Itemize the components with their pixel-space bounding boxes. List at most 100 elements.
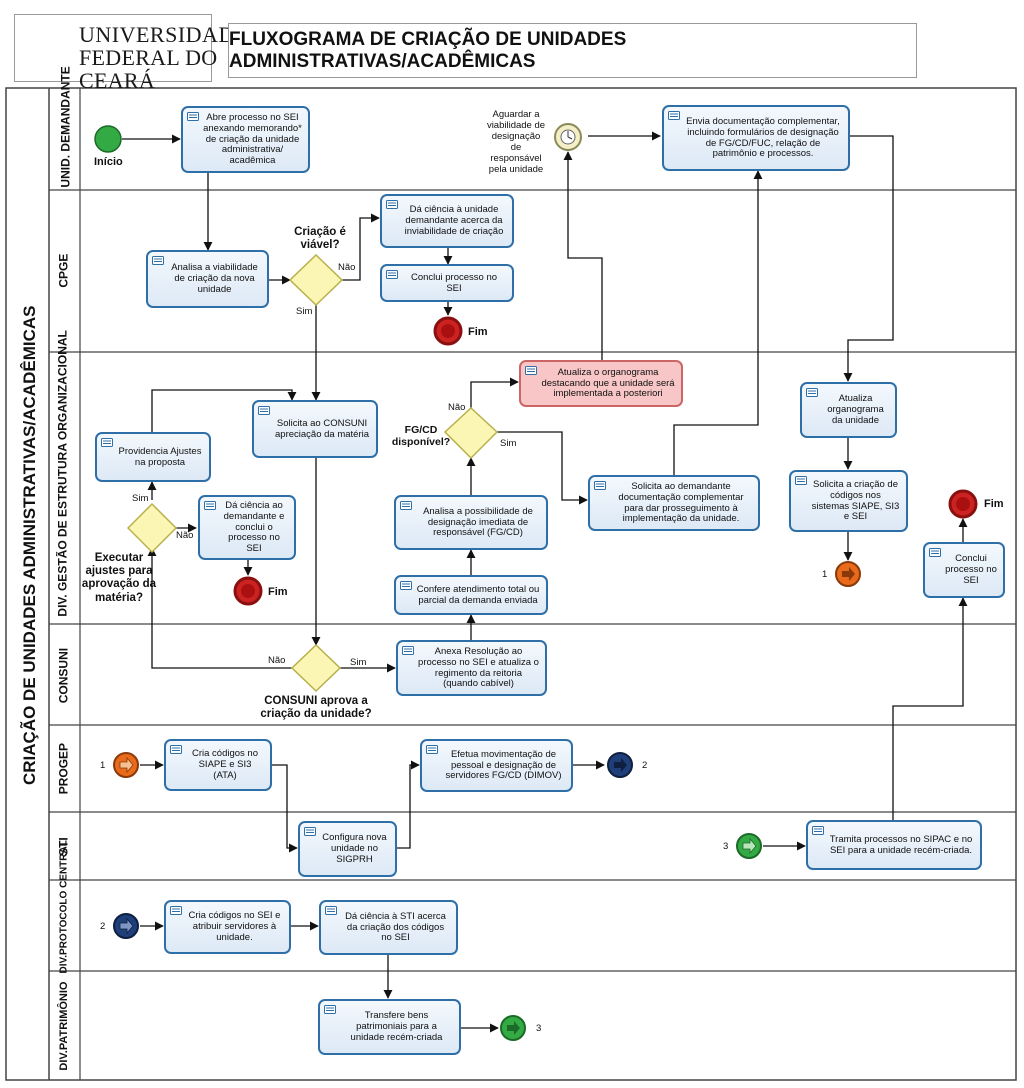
task-efetua-movimentacao[interactable]: Efetua movimentação de pessoal e designa… — [420, 739, 573, 792]
flow-label-sim-consuni: Sim — [350, 657, 367, 668]
task-text: Conclui processo no SEI — [945, 553, 997, 586]
task-text: Dá ciência à STI acerca da criação dos c… — [345, 910, 446, 944]
task-text: Analisa a viabilidade de criação da nova… — [171, 262, 258, 295]
link-throw-3-icon — [500, 1015, 526, 1041]
lane-label: UNID. DEMANDANTE — [58, 66, 73, 188]
question-consuni-aprova: CONSUNI aprova a criação da unidade? — [260, 695, 372, 721]
lane-protocolo: DIV.PROTOCOLO CENTRAL — [59, 840, 70, 973]
events — [94, 123, 978, 1041]
task-text: Confere atendimento total ou parcial da … — [416, 583, 540, 606]
label-aguardar: Aguardar a viabilidade de designação de … — [486, 109, 546, 175]
flow-label-sim-criacao: Sim — [296, 306, 313, 317]
link-catch-2-icon — [113, 913, 139, 939]
lane-cpge: CPGE — [56, 253, 71, 288]
task-icon — [304, 827, 316, 836]
link-throw-1-icon — [835, 561, 861, 587]
flow-label-sim-ajustes: Sim — [132, 493, 149, 504]
task-text: Efetua movimentação de pessoal e designa… — [445, 748, 562, 782]
flow-label-sim-fgcd: Sim — [500, 438, 517, 449]
task-text: Configura nova unidade no SIGPRH — [322, 832, 387, 865]
task-analisa-fgcd[interactable]: Analisa a possibilidade de designação im… — [394, 495, 548, 550]
lane-unid-demandante: UNID. DEMANDANTE — [58, 66, 72, 187]
task-da-ciencia-inviabilidade[interactable]: Dá ciência à unidade demandante acerca d… — [380, 194, 514, 248]
lane-label: DIV.PROTOCOLO CENTRAL — [58, 840, 70, 974]
task-atualiza-organograma-posteriori[interactable]: Atualiza o organograma destacando que a … — [519, 360, 683, 407]
task-tramita-processos[interactable]: Tramita processos no SIPAC e no SEI para… — [806, 820, 982, 870]
task-conclui-div[interactable]: Conclui processo no SEI — [923, 542, 1005, 598]
task-cria-codigos-siape[interactable]: Cria códigos no SIAPE e SI3 (ATA) — [164, 739, 272, 791]
task-solicita-consuni[interactable]: Solicita ao CONSUNI apreciação da matéri… — [252, 400, 378, 458]
task-text: Cria códigos no SIAPE e SI3 (ATA) — [191, 748, 258, 781]
task-text: Atualiza o organograma destacando que a … — [541, 366, 675, 400]
task-text: Tramita processos no SIPAC e no SEI para… — [829, 833, 973, 856]
label-link-2a: 2 — [642, 760, 648, 771]
task-text: Dá ciência à unidade demandante acerca d… — [404, 204, 504, 237]
lane-label: DIV. GESTÃO DE ESTRUTURA ORGANIZACIONAL — [55, 330, 70, 617]
task-icon — [324, 1005, 336, 1014]
task-icon — [594, 481, 606, 490]
task-anexa-resolucao[interactable]: Anexa Resolução ao processo no SEI e atu… — [396, 640, 547, 696]
page-title: FLUXOGRAMA DE CRIAÇÃO DE UNIDADES ADMINI… — [228, 23, 917, 78]
task-text: Dá ciência ao demandante e conclui o pro… — [223, 499, 285, 555]
task-envia-documentacao[interactable]: Envia documentação complementar, incluin… — [662, 105, 850, 171]
task-text: Abre processo no SEI anexando memorando*… — [203, 111, 302, 167]
task-icon — [400, 501, 412, 510]
flow-label-nao-consuni: Não — [268, 655, 286, 666]
task-da-ciencia-sti[interactable]: Dá ciência à STI acerca da criação dos c… — [319, 900, 458, 955]
task-text: Atualiza organograma da unidade — [827, 393, 884, 426]
label-fim-final: Fim — [984, 498, 1004, 510]
gateway-ajustes — [126, 502, 178, 554]
task-configura-sigprh[interactable]: Configura nova unidade no SIGPRH — [298, 821, 397, 877]
lane-patrimonio: DIV.PATRIMÔNIO — [57, 981, 70, 1071]
end-event-div — [233, 576, 263, 606]
task-transfere-bens[interactable]: Transfere bens patrimoniais para a unida… — [318, 999, 461, 1055]
question-criacao-viavel: Criação é viável? — [294, 226, 346, 252]
task-icon — [325, 906, 337, 915]
task-confere-atendimento[interactable]: Confere atendimento total ou parcial da … — [394, 575, 548, 615]
task-cria-codigos-sei[interactable]: Cria códigos no SEI e atribuir servidore… — [164, 900, 291, 954]
link-throw-2-icon — [607, 752, 633, 778]
university-logo: UNIVERSIDADE FEDERAL DO CEARÁ — [14, 14, 248, 92]
question-executar-ajustes: Executar ajustes para aprovação da matér… — [81, 552, 157, 604]
start-event — [94, 125, 122, 153]
task-abre-processo[interactable]: Abre processo no SEI anexando memorando*… — [181, 106, 310, 173]
task-conclui-cpge[interactable]: Conclui processo no SEI — [380, 264, 514, 302]
label-link-3b: 3 — [536, 1023, 542, 1034]
task-icon — [795, 476, 807, 485]
task-text: Analisa a possibilidade de designação im… — [423, 505, 533, 539]
task-icon — [204, 501, 216, 510]
task-solicita-codigos[interactable]: Solicita a criação de códigos nos sistem… — [789, 470, 908, 532]
task-text: Solicita ao CONSUNI apreciação da matéri… — [275, 417, 369, 440]
label-link-2b: 2 — [100, 921, 106, 932]
task-icon — [426, 745, 438, 754]
task-icon — [812, 826, 824, 835]
task-icon — [386, 270, 398, 279]
gateway-consuni — [290, 643, 342, 693]
flow-label-nao-fgcd: Não — [448, 402, 466, 413]
task-icon — [187, 112, 199, 121]
lane-consuni: CONSUNI — [56, 647, 71, 704]
task-icon — [386, 200, 398, 209]
task-text: Anexa Resolução ao processo no SEI e atu… — [418, 645, 539, 690]
task-providencia-ajustes[interactable]: Providencia Ajustes na proposta — [95, 432, 211, 482]
task-analisa-viabilidade[interactable]: Analisa a viabilidade de criação da nova… — [146, 250, 269, 308]
gateway-fgcd — [443, 406, 499, 460]
task-da-ciencia-demandante[interactable]: Dá ciência ao demandante e conclui o pro… — [198, 495, 296, 560]
pool-title: CRIAÇÃO DE UNIDADES ADMINISTRATIVAS/ACAD… — [20, 305, 39, 785]
task-icon — [668, 111, 680, 120]
label-link-3a: 3 — [723, 841, 729, 852]
connectors — [122, 131, 968, 1033]
task-solicita-documentacao[interactable]: Solicita ao demandante documentação comp… — [588, 475, 760, 531]
task-icon — [152, 256, 164, 265]
task-icon — [929, 548, 941, 557]
task-text: Cria códigos no SEI e atribuir servidore… — [188, 910, 281, 943]
logo-line-2: FEDERAL DO CEARÁ — [79, 45, 218, 94]
task-atualiza-organograma[interactable]: Atualiza organograma da unidade — [800, 382, 897, 438]
task-icon — [170, 745, 182, 754]
gateways — [126, 253, 499, 693]
label-fim-div: Fim — [268, 586, 288, 598]
question-fgcd-disponivel: FG/CD disponível? — [391, 424, 451, 449]
task-text: Solicita a criação de códigos nos sistem… — [811, 478, 900, 523]
flow-label-nao-criacao: Não — [338, 262, 356, 273]
task-icon — [402, 646, 414, 655]
